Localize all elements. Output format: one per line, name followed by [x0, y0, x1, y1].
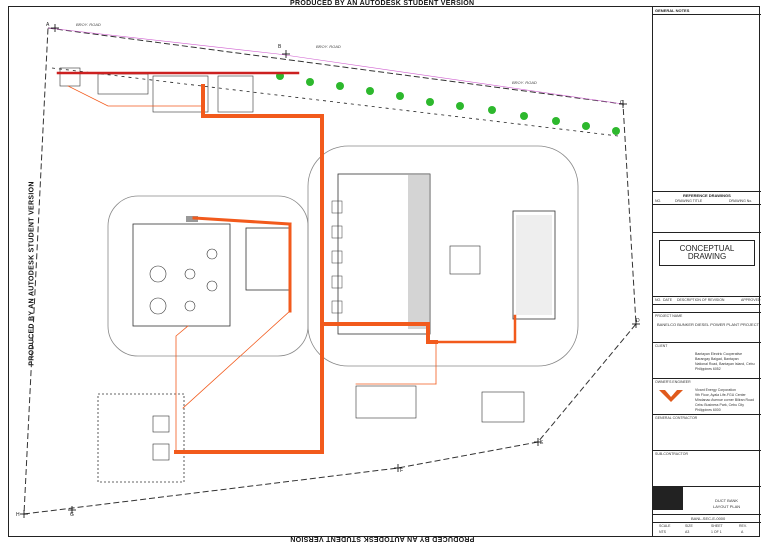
footer-label-sheet: SHEET — [711, 524, 723, 528]
owner-line: Cebu Business Park, Cebu City — [695, 403, 745, 407]
footer-label-scale: SCALE — [659, 524, 671, 528]
rev-col-no: NO. — [655, 298, 662, 302]
project-name-label: PROJECT NAME — [655, 314, 683, 318]
tree-row — [276, 72, 620, 135]
substation — [97, 393, 185, 483]
owner-line: Vivant Energy Corporation — [695, 388, 736, 392]
watermark-top: PRODUCED BY AN AUTODESK STUDENT VERSION — [290, 0, 475, 7]
ref-col-drawing-no: DRAWING No. — [729, 199, 753, 203]
point-label-b: B — [278, 44, 282, 50]
conceptual-line-1: CONCEPTUAL — [679, 244, 735, 253]
rev-col-description: DESCRIPTION OF REVISION — [677, 298, 725, 302]
client-label: CLIENT — [655, 344, 668, 348]
client-line: Bantayan Electric Cooperative — [695, 352, 743, 356]
rev-col-approved: APPROVED — [741, 298, 761, 302]
drawing-code: BANL-SEC-E-0000 — [691, 516, 726, 521]
internal-road-east — [307, 145, 579, 367]
owner-label: OWNER'S ENGINEER — [655, 380, 691, 384]
client-line: National Road, Bantayan Island, Cebu — [695, 362, 755, 366]
footer-label-size: SIZE — [685, 524, 693, 528]
road-line — [47, 27, 624, 105]
client-line: Barangay Baigad, Bantayan — [695, 357, 739, 361]
conceptual-drawing-box: CONCEPTUAL DRAWING — [659, 240, 755, 266]
road-label: BROY. ROAD — [316, 44, 341, 49]
rev-col-date: DATE — [663, 298, 673, 302]
client-line: Philippines 6052 — [695, 367, 721, 371]
reference-drawings-heading: REFERENCE DRAWINGS — [683, 193, 731, 198]
point-label-g: G — [70, 512, 74, 518]
point-label-c: C — [620, 100, 624, 106]
owner-line: Philippines 6000 — [695, 408, 721, 412]
point-label-a: A — [46, 22, 50, 28]
owner-line: 9th Floor, Ayala Life-FGU Center — [695, 393, 746, 397]
sheet-title-1: DUCT BANK — [715, 498, 739, 503]
footer-value-scale: NTS — [659, 530, 666, 534]
survey-marker — [20, 24, 640, 518]
tank-farm — [132, 223, 231, 327]
road-label: BROY. ROAD — [512, 80, 537, 85]
drawing-sheet — [8, 6, 760, 537]
site-plan — [20, 24, 640, 518]
footer-label-rev: REV. — [739, 524, 747, 528]
conceptual-line-2: DRAWING — [687, 252, 727, 261]
point-label-f: F — [400, 468, 404, 474]
logo-block — [653, 486, 683, 510]
footer-value-size: A3 — [685, 530, 690, 534]
footer-value-sheet: 1 OF 1 — [711, 530, 722, 534]
road-label: BROY. ROAD — [76, 22, 101, 27]
point-label-e: E — [540, 440, 544, 446]
general-notes-heading: GENERAL NOTES — [655, 8, 690, 13]
vivant-logo-icon — [659, 390, 683, 402]
switchyard — [512, 210, 556, 320]
sub-contractor-label: SUB-CONTRACTOR — [655, 452, 688, 456]
point-label-h: H — [16, 512, 20, 518]
point-label-d: D — [636, 318, 640, 324]
general-contractor-label: GENERAL CONTRACTOR — [655, 416, 698, 420]
title-block: GENERAL NOTES REFERENCE DRAWINGS NO. DRA… — [652, 6, 761, 537]
duct-bank — [56, 71, 517, 454]
sheet-title-2: LAYOUT PLAN — [713, 504, 741, 509]
project-name: BANELCO BUNKER DIESEL POWER PLANT PROJEC… — [657, 322, 760, 327]
footer-value-rev: A — [741, 530, 744, 534]
ref-col-title: DRAWING TITLE — [675, 199, 703, 203]
owner-line: Mindanao Avenue corner Biliran Road — [695, 398, 754, 402]
ref-col-no: NO. — [655, 199, 662, 203]
